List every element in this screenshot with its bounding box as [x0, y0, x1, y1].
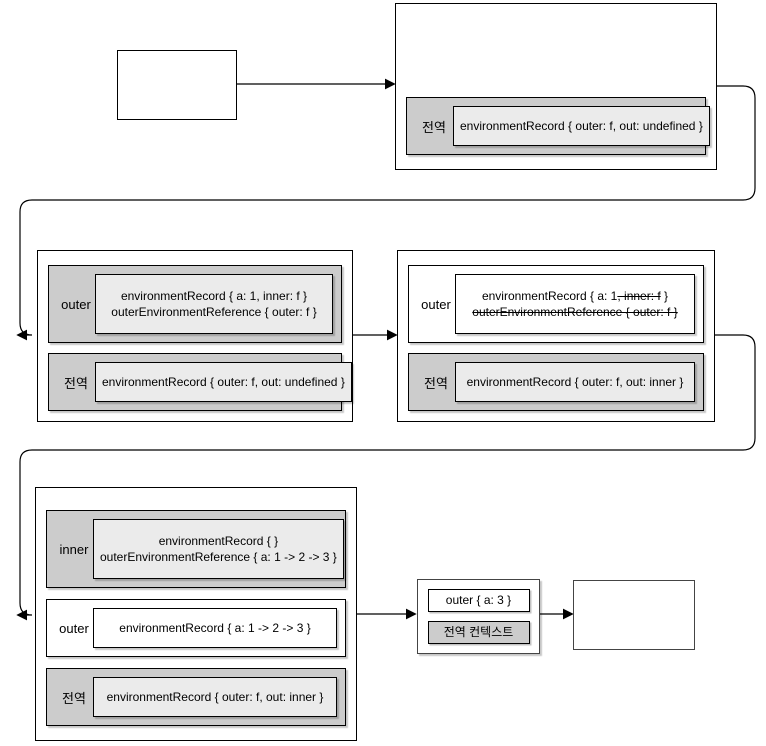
record-text-struck: , inner: f: [617, 289, 661, 303]
environment-record: environmentRecord { outer: f, out: inner…: [455, 362, 695, 402]
record-line: environmentRecord { a: 1, inner: f }: [482, 288, 668, 304]
environment-record: environmentRecord { a: 1, inner: f } out…: [455, 274, 695, 334]
record-line: environmentRecord { outer: f, out: undef…: [102, 375, 345, 389]
outer-env-section: outer environmentRecord { a: 1 -> 2 -> 3…: [46, 599, 346, 657]
global-env-section: 전역 environmentRecord { outer: f, out: in…: [408, 353, 704, 411]
empty-end-box: [573, 580, 695, 650]
record-line: environmentRecord { outer: f, out: inner…: [106, 690, 324, 704]
record-line: environmentRecord { outer: f, out: inner…: [466, 375, 684, 389]
environment-record: environmentRecord { } outerEnvironmentRe…: [93, 519, 344, 579]
record-line: environmentRecord { a: 1 -> 2 -> 3 }: [119, 621, 311, 635]
inner-env-section: inner environmentRecord { } outerEnviron…: [46, 510, 346, 588]
inner-context-box: inner environmentRecord { } outerEnviron…: [35, 487, 357, 741]
outer-context-ended-box: outer environmentRecord { a: 1, inner: f…: [397, 250, 715, 422]
empty-start-box: [117, 50, 237, 120]
record-line-struck: outerEnvironmentReference { outer: f }: [472, 305, 678, 319]
section-label: 전역: [64, 375, 88, 391]
environment-record: environmentRecord { outer: f, out: undef…: [95, 362, 352, 402]
outer-env-section: outer environmentRecord { a: 1, inner: f…: [48, 265, 342, 343]
record-line: environmentRecord { }: [158, 534, 279, 548]
result-global-context-label: 전역 컨텍스트: [427, 621, 530, 644]
record-line: environmentRecord { a: 1, inner: f }: [120, 289, 308, 303]
record-text: }: [660, 289, 669, 303]
section-label: 전역: [62, 690, 86, 706]
environment-record: environmentRecord { a: 1 -> 2 -> 3 }: [93, 608, 337, 648]
global-context-box: 전역 environmentRecord { outer: f, out: un…: [395, 3, 717, 170]
environment-record: environmentRecord { outer: f, out: inner…: [93, 677, 337, 717]
section-label: outer: [59, 620, 89, 636]
record-line: outerEnvironmentReference { outer: f }: [111, 305, 317, 319]
result-box: outer { a: 3 } 전역 컨텍스트: [417, 579, 540, 654]
global-env-section: 전역 environmentRecord { outer: f, out: un…: [48, 353, 352, 411]
section-label: outer: [421, 296, 451, 312]
environment-record: environmentRecord { a: 1, inner: f } out…: [95, 274, 333, 334]
section-label: 전역: [424, 375, 448, 391]
record-line: environmentRecord { outer: f, out: undef…: [460, 119, 703, 133]
outer-context-box: outer environmentRecord { a: 1, inner: f…: [37, 250, 353, 422]
section-label: outer: [61, 296, 91, 312]
environment-record: environmentRecord { outer: f, out: undef…: [453, 106, 710, 146]
section-label: inner: [59, 541, 89, 557]
global-env-section: 전역 environmentRecord { outer: f, out: in…: [46, 668, 346, 726]
section-label: 전역: [422, 119, 446, 135]
result-outer-value: outer { a: 3 }: [427, 589, 530, 612]
record-line: outerEnvironmentReference { a: 1 -> 2 ->…: [100, 550, 337, 564]
outer-env-section-ended: outer environmentRecord { a: 1, inner: f…: [408, 265, 704, 343]
record-text: environmentRecord { a: 1: [481, 289, 618, 303]
global-env-section: 전역 environmentRecord { outer: f, out: un…: [406, 97, 710, 155]
